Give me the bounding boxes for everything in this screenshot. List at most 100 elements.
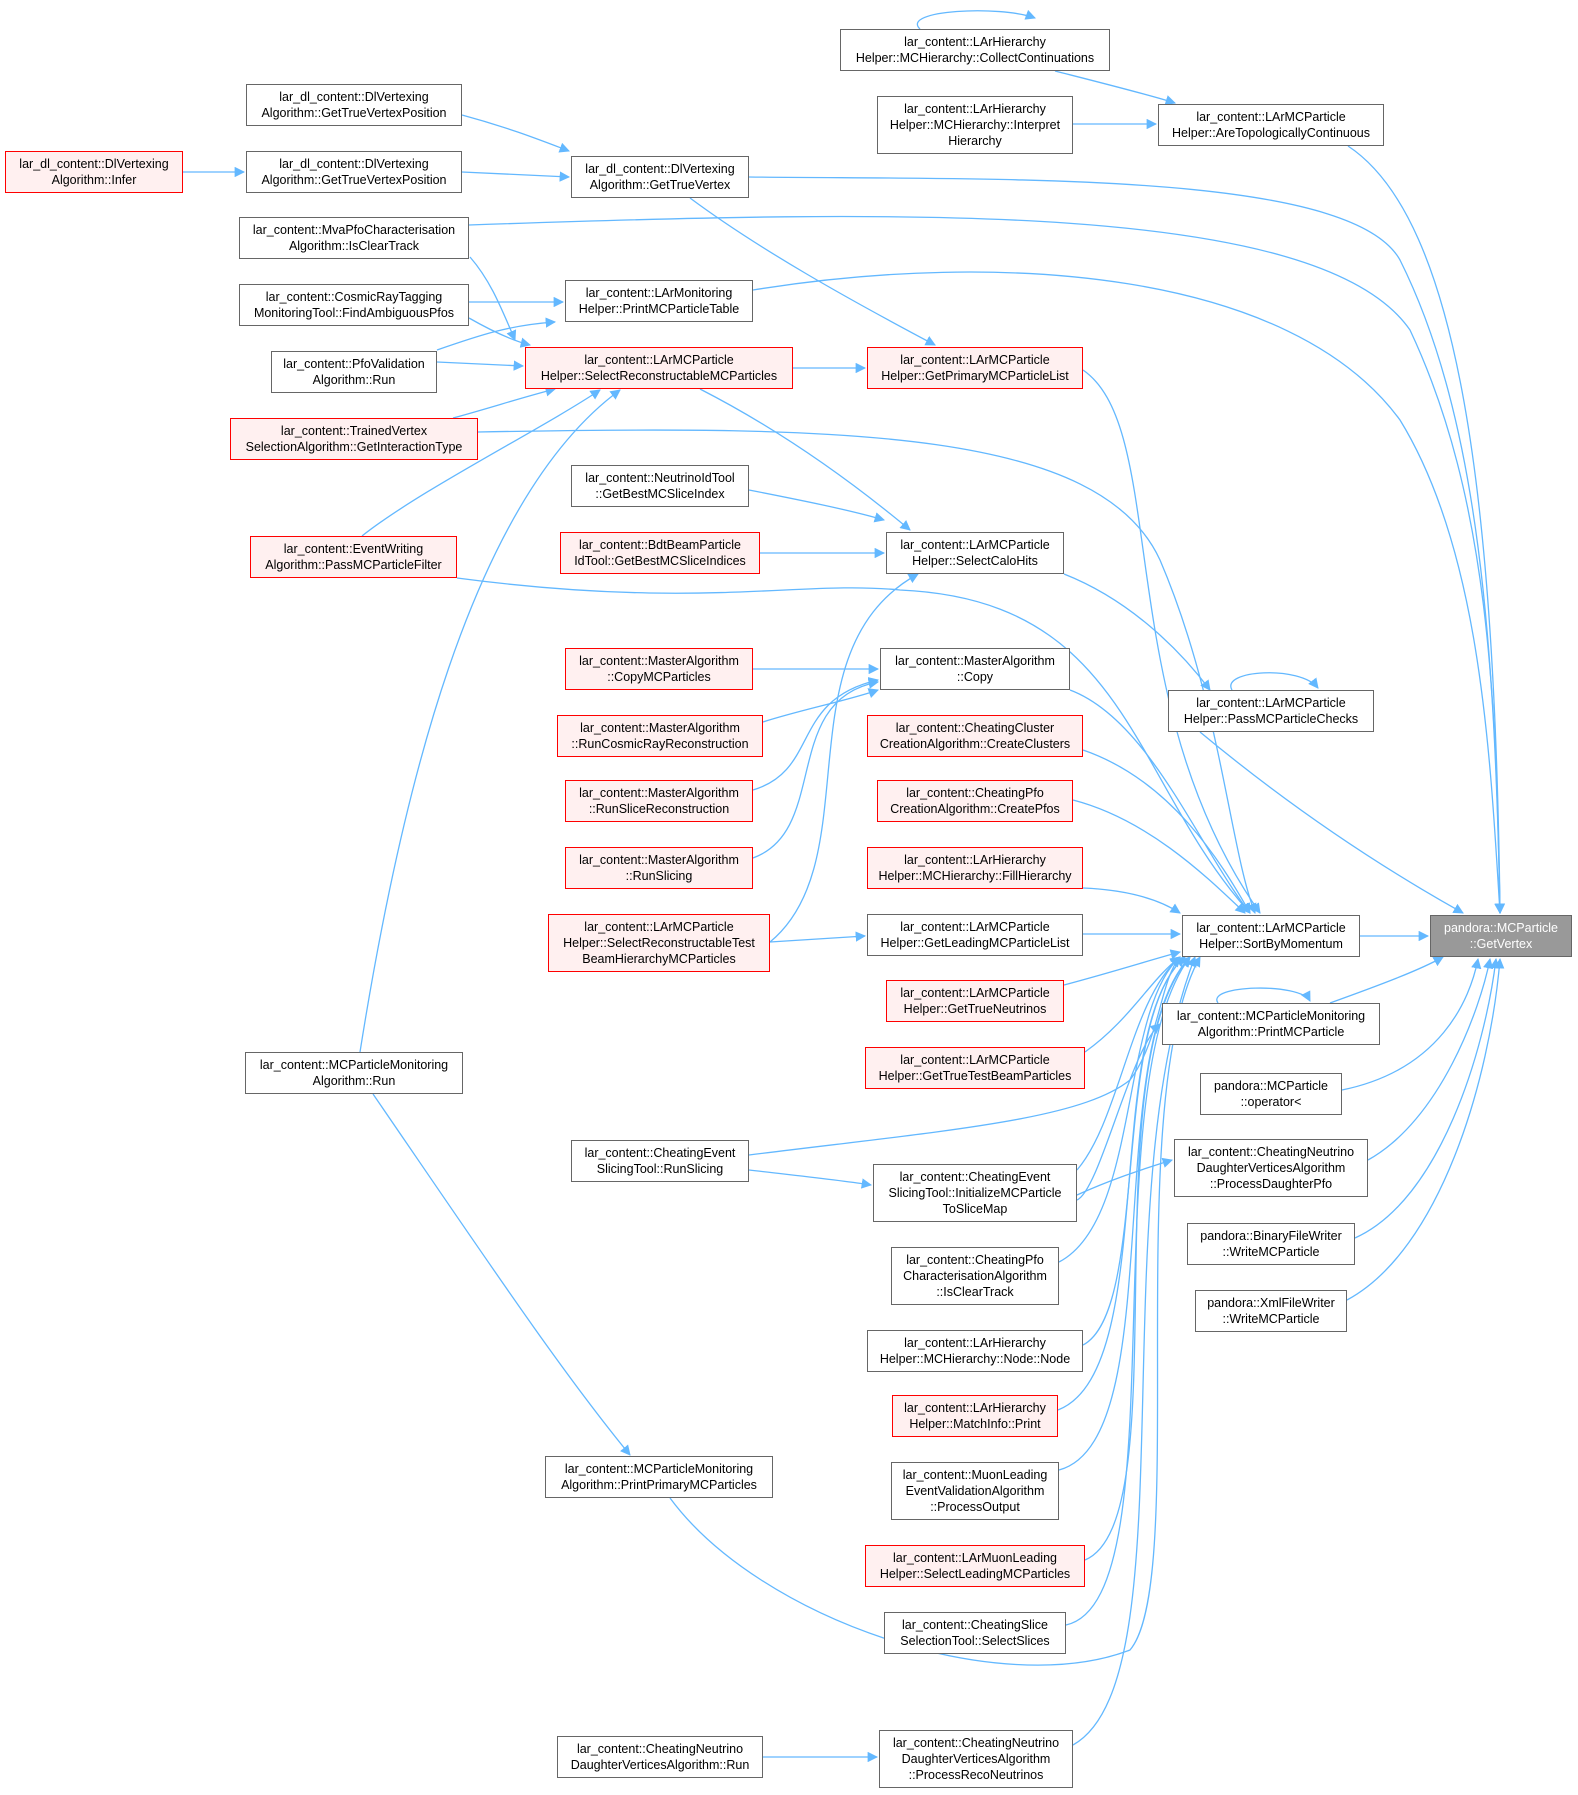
call-edge (359, 389, 621, 1053)
call-edge (669, 956, 1201, 1666)
node-operator-less[interactable]: pandora::MCParticle ::operator< (1200, 1073, 1342, 1115)
node-binary-writer[interactable]: pandora::BinaryFileWriter ::WriteMCParti… (1187, 1223, 1355, 1265)
call-edge (748, 956, 1181, 1156)
node-get-primary-list[interactable]: lar_content::LArMCParticle Helper::GetPr… (867, 347, 1083, 389)
node-master-copy-mc[interactable]: lar_content::MasterAlgorithm ::CopyMCPar… (565, 648, 753, 690)
call-edge (1076, 1157, 1173, 1196)
node-cosmic-find-ambiguous[interactable]: lar_content::CosmicRayTagging Monitoring… (239, 284, 469, 326)
call-edge (1082, 749, 1251, 914)
node-dl-infer[interactable]: lar_dl_content::DlVertexing Algorithm::I… (5, 151, 183, 193)
node-get-vertex: pandora::MCParticle ::GetVertex (1430, 915, 1572, 957)
node-muon-leading[interactable]: lar_content::MuonLeading EventValidation… (891, 1462, 1059, 1520)
call-edge (1063, 573, 1211, 691)
call-edge (361, 389, 601, 537)
node-master-run-slicing[interactable]: lar_content::MasterAlgorithm ::RunSlicin… (565, 847, 753, 889)
node-cheating-nu-run[interactable]: lar_content::CheatingNeutrino DaughterVe… (557, 1736, 763, 1778)
node-node-node[interactable]: lar_content::LArHierarchy Helper::MCHier… (867, 1330, 1083, 1372)
call-edge (1063, 949, 1182, 986)
call-edge (752, 678, 880, 859)
call-edge (1082, 369, 1261, 914)
node-event-writing[interactable]: lar_content::EventWriting Algorithm::Pas… (250, 536, 457, 578)
node-sort-by-momentum[interactable]: lar_content::LArMCParticle Helper::SortB… (1182, 915, 1360, 957)
node-master-copy[interactable]: lar_content::MasterAlgorithm ::Copy (880, 648, 1070, 690)
call-edge (1367, 957, 1494, 1161)
node-get-true-testbeam[interactable]: lar_content::LArMCParticle Helper::GetTr… (865, 1047, 1085, 1089)
call-edge (1072, 799, 1246, 914)
call-edge (372, 1093, 631, 1456)
call-edge (436, 360, 525, 371)
node-cheating-event-init-map[interactable]: lar_content::CheatingEvent SlicingTool::… (873, 1164, 1077, 1222)
node-dl-true-vertex-position-1[interactable]: lar_dl_content::DlVertexing Algorithm::G… (246, 84, 462, 126)
node-neutrino-id-tool[interactable]: lar_content::NeutrinoIdTool ::GetBestMCS… (571, 465, 749, 507)
node-master-run-cosmic[interactable]: lar_content::MasterAlgorithm ::RunCosmic… (557, 715, 763, 757)
node-match-info-print[interactable]: lar_content::LArHierarchy Helper::MatchI… (892, 1395, 1058, 1437)
call-edge (752, 271, 1505, 915)
call-edge (468, 215, 1506, 915)
node-select-leading-mc[interactable]: lar_content::LArMuonLeading Helper::Sele… (865, 1545, 1085, 1587)
node-cheating-pfo-create[interactable]: lar_content::CheatingPfo CreationAlgorit… (877, 780, 1073, 822)
node-fill-hierarchy[interactable]: lar_content::LArHierarchy Helper::MCHier… (867, 847, 1083, 889)
node-cheating-event-run-slicing[interactable]: lar_content::CheatingEvent SlicingTool::… (571, 1140, 749, 1182)
call-edge (769, 931, 867, 943)
call-edge (748, 176, 1506, 915)
call-edge (1341, 957, 1482, 1091)
call-edge (1216, 987, 1311, 1004)
call-edge (1082, 887, 1181, 914)
call-edge (748, 489, 885, 523)
node-process-reco-neutrinos[interactable]: lar_content::CheatingNeutrino DaughterVe… (879, 1730, 1073, 1788)
node-mva-is-clear-track[interactable]: lar_content::MvaPfoCharacterisation Algo… (239, 217, 469, 259)
call-edge (468, 317, 532, 348)
node-get-true-neutrinos[interactable]: lar_content::LArMCParticle Helper::GetTr… (886, 980, 1064, 1022)
call-edge (1065, 956, 1191, 1626)
node-cheating-pfo-char[interactable]: lar_content::CheatingPfo Characterisatio… (891, 1247, 1059, 1305)
call-edge (1346, 957, 1505, 1301)
node-trained-vertex[interactable]: lar_content::TrainedVertex SelectionAlgo… (230, 418, 478, 460)
call-edge (1057, 956, 1186, 1411)
call-edge (1058, 956, 1181, 1263)
call-edge (456, 577, 1251, 914)
call-edge (1076, 1023, 1161, 1201)
call-edge (1354, 957, 1501, 1239)
node-pass-mc-checks[interactable]: lar_content::LArMCParticle Helper::PassM… (1168, 690, 1374, 732)
node-print-primary[interactable]: lar_content::MCParticleMonitoring Algori… (545, 1456, 773, 1498)
call-edge (1084, 956, 1191, 1561)
call-edge (748, 1169, 873, 1189)
node-bdt-beam[interactable]: lar_content::BdtBeamParticle IdTool::Get… (560, 532, 760, 574)
node-select-reco-testbeam[interactable]: lar_content::LArMCParticle Helper::Selec… (548, 914, 770, 972)
node-select-reconstructable[interactable]: lar_content::LArMCParticle Helper::Selec… (525, 347, 793, 389)
call-edge (916, 9, 1036, 30)
node-cheating-slice-select[interactable]: lar_content::CheatingSlice SelectionTool… (884, 1612, 1066, 1654)
node-pfo-validation-run[interactable]: lar_content::PfoValidation Algorithm::Ru… (271, 351, 437, 393)
call-edge (1076, 956, 1181, 1171)
node-collect-continuations[interactable]: lar_content::LArHierarchy Helper::MCHier… (840, 29, 1110, 71)
node-master-run-slice-reco[interactable]: lar_content::MasterAlgorithm ::RunSliceR… (565, 780, 753, 822)
node-dl-true-vertex[interactable]: lar_dl_content::DlVertexing Algorithm::G… (571, 156, 749, 198)
node-print-mc-particle-table[interactable]: lar_content::LArMonitoring Helper::Print… (565, 280, 753, 322)
call-edge (461, 114, 570, 153)
node-process-daughter-pfo[interactable]: lar_content::CheatingNeutrino DaughterVe… (1174, 1139, 1368, 1197)
call-edge (1329, 956, 1444, 1004)
call-edge (1230, 672, 1319, 691)
call-edge (1069, 689, 1251, 914)
call-edge (477, 429, 1257, 914)
call-edge (762, 688, 879, 723)
call-edge (452, 386, 557, 419)
node-select-calo-hits[interactable]: lar_content::LArMCParticle Helper::Selec… (886, 532, 1064, 574)
call-edge (1072, 956, 1197, 1746)
node-cheating-cluster[interactable]: lar_content::CheatingCluster CreationAlg… (867, 715, 1083, 757)
node-are-topologically-continuous[interactable]: lar_content::LArMCParticle Helper::AreTo… (1158, 104, 1384, 146)
node-xml-writer[interactable]: pandora::XmlFileWriter ::WriteMCParticle (1195, 1290, 1347, 1332)
call-edge (752, 677, 880, 791)
call-edge (469, 256, 517, 341)
call-edge (769, 573, 919, 943)
node-mc-monitoring-run[interactable]: lar_content::MCParticleMonitoring Algori… (245, 1052, 463, 1094)
call-edge (699, 388, 911, 531)
node-dl-true-vertex-position-2[interactable]: lar_dl_content::DlVertexing Algorithm::G… (246, 151, 462, 193)
node-interpret-hierarchy[interactable]: lar_content::LArHierarchy Helper::MCHier… (877, 96, 1073, 154)
call-edge (436, 317, 557, 351)
call-edge (689, 197, 936, 346)
node-print-mc-particle[interactable]: lar_content::MCParticleMonitoring Algori… (1162, 1003, 1380, 1045)
node-get-leading-list[interactable]: lar_content::LArMCParticle Helper::GetLe… (867, 914, 1083, 956)
call-edge (461, 171, 571, 182)
call-edge (1199, 731, 1464, 914)
